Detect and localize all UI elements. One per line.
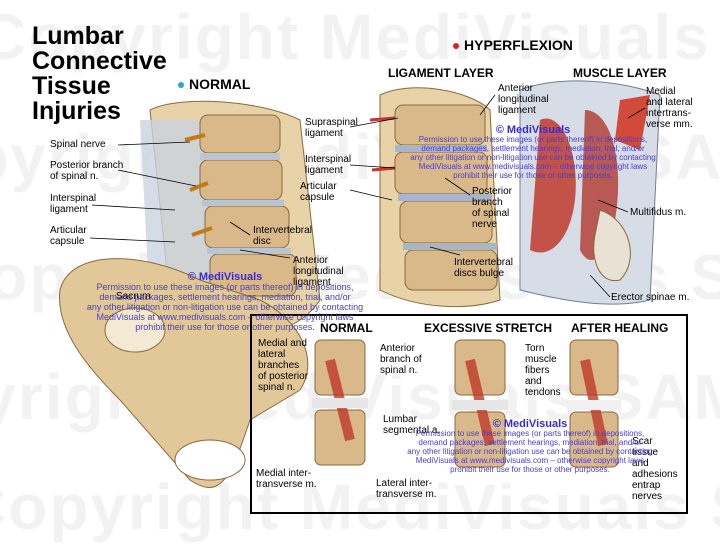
anatomy-illustration <box>59 80 661 488</box>
inset-after-healing-drawing <box>567 339 621 468</box>
section-normal-label: NORMAL <box>189 76 251 92</box>
background-watermark: Copyright MediVisuals SAMPLE <box>0 1 720 73</box>
section-hyperflexion: HYPERFLEXION <box>453 37 573 53</box>
label-sacrum: Sacrum <box>116 291 151 302</box>
healing-inset-panel <box>250 314 688 514</box>
title-line: Connective <box>32 47 167 75</box>
watermark-line: any other litigation or non-litigation u… <box>86 302 364 312</box>
section-ligament-layer: LIGAMENT LAYER <box>388 66 494 80</box>
section-inset-normal: NORMAL <box>320 321 373 335</box>
label-leader-lines <box>89 94 646 298</box>
background-watermark: Copyright MediVisuals SAMPLE <box>0 471 720 543</box>
label-posterior-branch-spinal-nerve: Posterior branch of spinal nerve <box>472 186 513 230</box>
watermark-brand: © MediVisuals <box>492 418 568 430</box>
label-lateral-intertransverse: Lateral inter- transverse m. <box>376 478 437 500</box>
section-inset-excessive-stretch: EXCESSIVE STRETCH <box>424 321 553 335</box>
watermark-line: prohibit their use for those or other pu… <box>450 465 610 474</box>
label-supraspinal-ligament: Supraspinal ligament <box>305 117 358 139</box>
watermark-line: MediVisuals at www.medivisuals.com – oth… <box>418 162 648 171</box>
label-medial-intertransverse: Medial inter- transverse m. <box>256 468 317 490</box>
page-title: Lumbar Connective Tissue Injuries <box>32 24 167 124</box>
label-anterior-branch: Anterior branch of spinal n. <box>380 343 422 376</box>
label-anterior-longitudinal-ligament: Anterior longitudinal ligament <box>293 255 344 288</box>
watermark-line: demand packages, settlement hearings, me… <box>418 438 642 447</box>
watermark-line: demand packages, settlement hearings, me… <box>421 144 645 153</box>
section-muscle-layer: MUSCLE LAYER <box>573 66 667 80</box>
label-anterior-longitudinal-ligament-2: Anterior longitudinal ligament <box>498 83 549 116</box>
title-line: Lumbar <box>32 22 124 50</box>
watermark-line: demand packages, settlement hearings, me… <box>99 292 351 302</box>
muscle-layer-drawing <box>519 80 661 305</box>
title-line: Tissue <box>32 72 111 100</box>
watermark-line: any other litigation or non-litigation u… <box>407 447 653 456</box>
watermark-line: MediVisuals at www.medivisuals.com – oth… <box>415 456 645 465</box>
normal-dot-icon <box>178 82 184 89</box>
section-inset-after-healing: AFTER HEALING <box>571 321 669 335</box>
watermark-line: Permission to use these images (or parts… <box>418 135 648 144</box>
copyright-watermark: © MediVisuals Permission to use these im… <box>380 418 680 475</box>
ligament-layer-drawing <box>369 87 501 308</box>
section-normal: NORMAL <box>178 76 250 92</box>
label-interspinal-ligament-2: Interspinal ligament <box>305 154 352 176</box>
hyperflexion-dot-icon <box>453 43 459 50</box>
label-erector-spinae: Erector spinae m. <box>611 292 690 303</box>
label-intervertebral-discs-bulge: Intervertebral discs bulge <box>454 257 513 279</box>
copyright-watermark: © MediVisuals Permission to use these im… <box>378 124 688 181</box>
watermark-line: Permission to use these images (or parts… <box>96 282 354 292</box>
watermark-line: Permission to use these images (or parts… <box>415 429 645 438</box>
label-scar-tissue: Scar tissue and adhesions entrap nerves <box>632 436 678 502</box>
watermark-line: MediVisuals at www.medivisuals.com – oth… <box>96 312 354 322</box>
label-interspinal-ligament: Interspinal ligament <box>50 193 97 215</box>
inset-excessive-stretch-drawing <box>452 339 508 468</box>
watermark-line: prohibit their use for those or other pu… <box>135 322 315 332</box>
label-intertransverse-muscles: Medial and lateral intertrans- verse mm. <box>646 86 693 130</box>
watermark-brand: © MediVisuals <box>187 271 263 283</box>
label-articular-capsule: Articular capsule <box>50 225 87 247</box>
title-line: Injuries <box>32 97 121 125</box>
label-spinal-nerve: Spinal nerve <box>50 139 106 150</box>
label-multifidus: Multifidus m. <box>630 207 687 218</box>
copyright-watermark: © MediVisuals Permission to use these im… <box>60 271 390 333</box>
section-hyperflexion-label: HYPERFLEXION <box>464 37 573 53</box>
label-articular-capsule-2: Articular capsule <box>300 181 337 203</box>
label-posterior-branch: Posterior branch of spinal n. <box>50 160 124 182</box>
normal-lumbar-spine-drawing <box>59 100 321 488</box>
label-intervertebral-disc: Intervertebral disc <box>253 225 312 247</box>
label-lumbar-segmental-artery: Lumbar segmental a. <box>383 414 441 436</box>
watermark-line: any other litigation or non-litigation u… <box>410 153 656 162</box>
label-torn-muscle-fibers: Torn muscle fibers and tendons <box>525 343 561 398</box>
watermark-line: prohibit their use for those or other pu… <box>453 171 613 180</box>
inset-normal-drawing <box>312 339 368 466</box>
label-medial-lateral-branches: Medial and lateral branches of posterior… <box>258 338 309 393</box>
watermark-brand: © MediVisuals <box>495 124 571 136</box>
